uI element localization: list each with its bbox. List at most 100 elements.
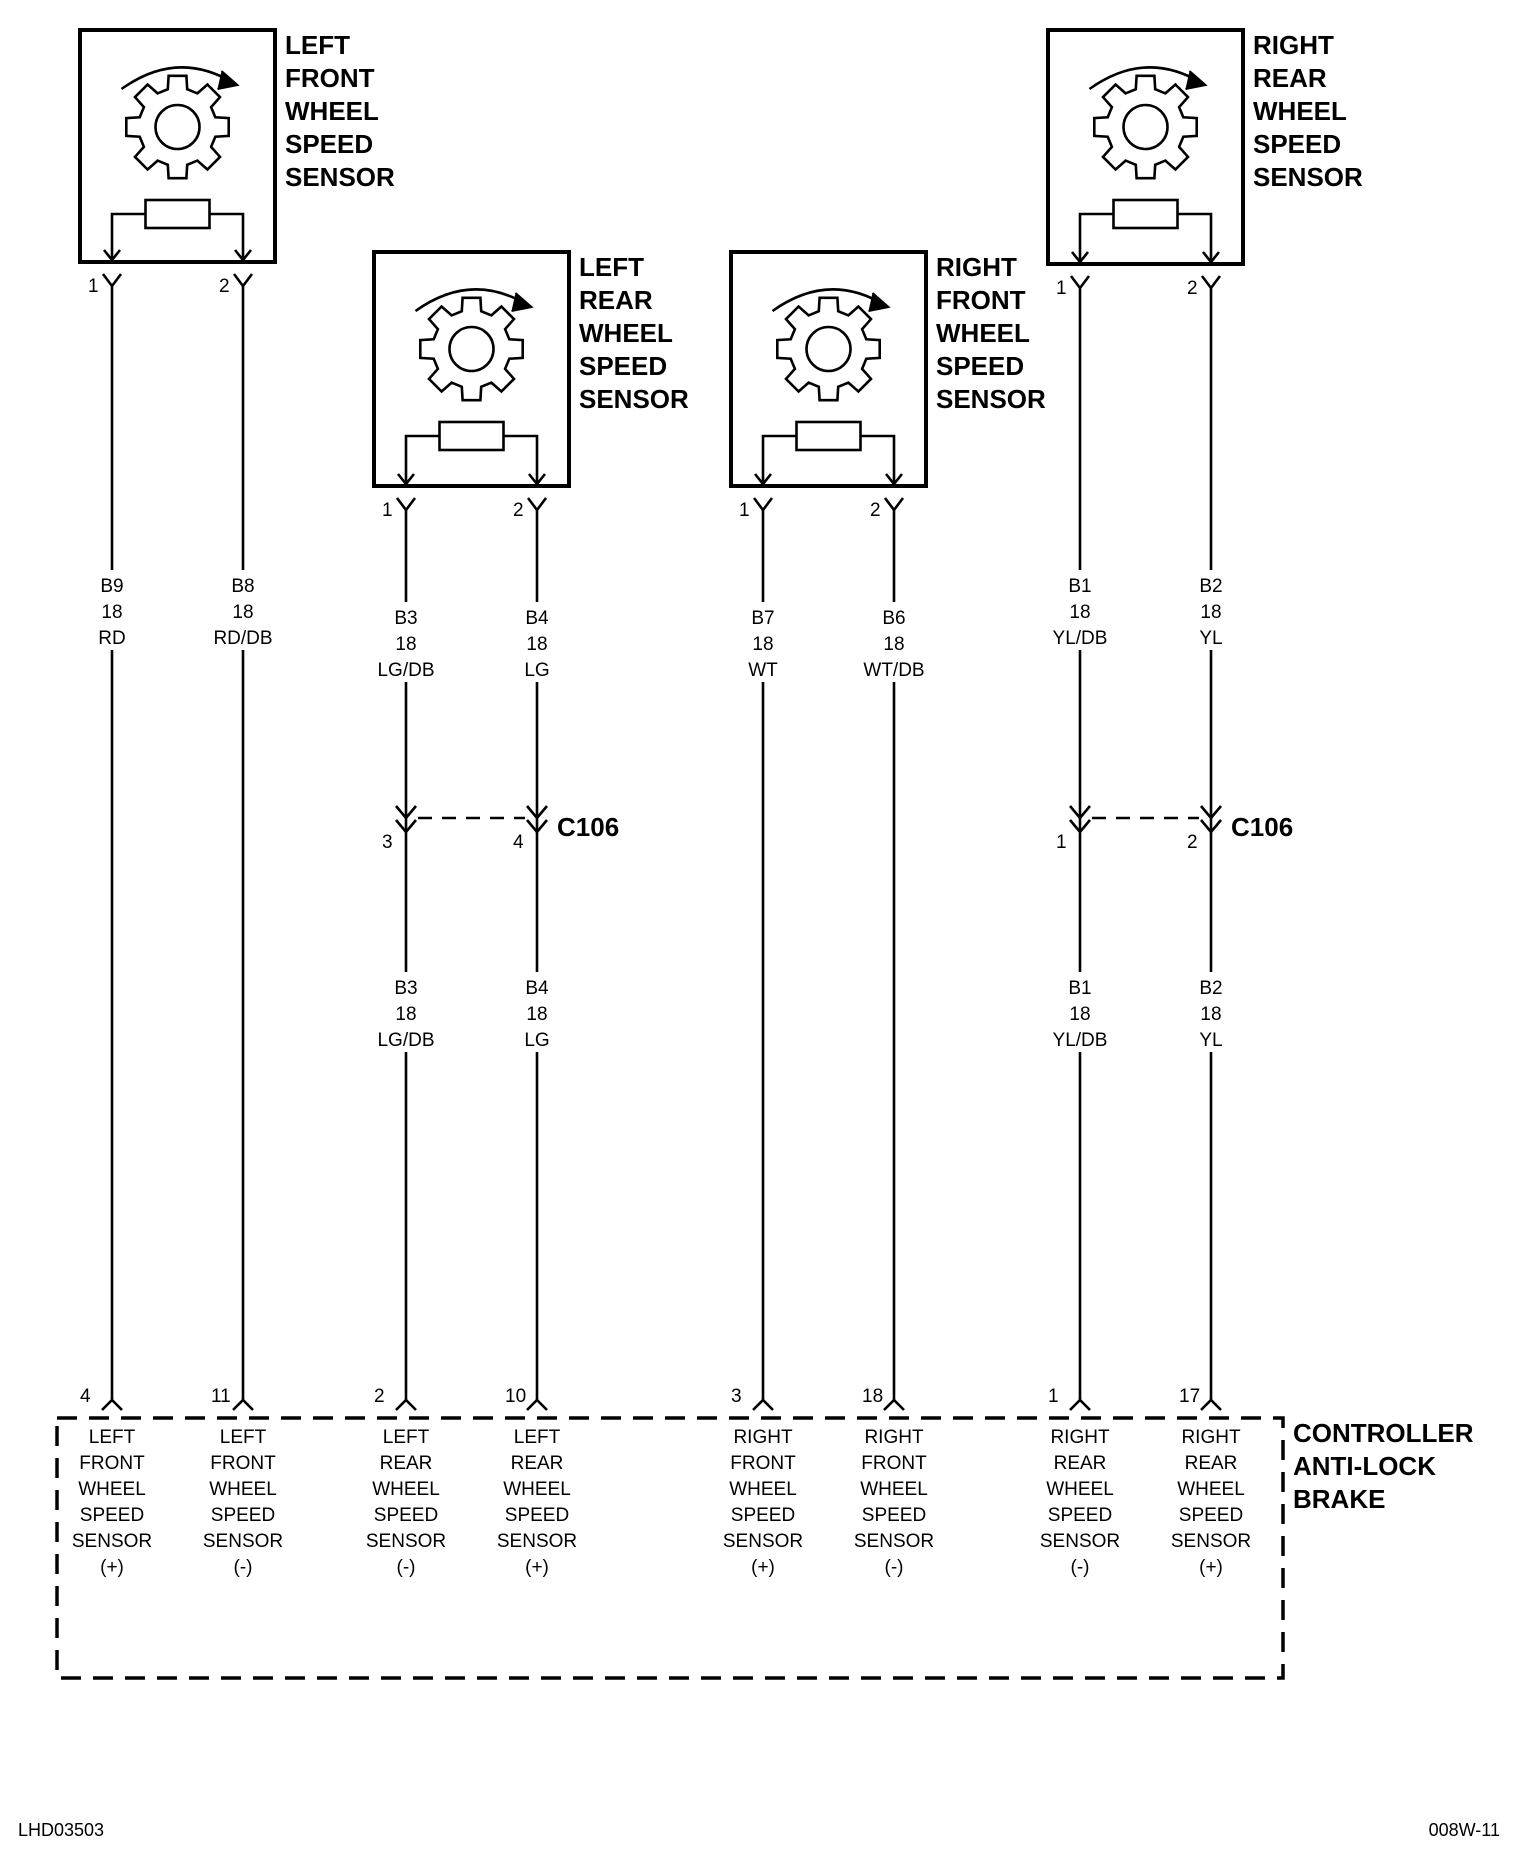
controller-input-label: LEFT xyxy=(220,1427,267,1448)
sensor-title-line: FRONT xyxy=(285,63,375,93)
wire-label: 18 xyxy=(1069,1004,1090,1025)
sensor-title-line: LEFT xyxy=(285,30,350,60)
wire-label: 18 xyxy=(526,634,547,655)
resistor-lead-left xyxy=(110,212,146,258)
wire-label: B1 xyxy=(1068,576,1091,597)
sensor-title-line: RIGHT xyxy=(936,252,1017,282)
sensor-title-line: FRONT xyxy=(936,285,1026,315)
terminal-icon xyxy=(101,273,123,289)
controller-input-label: LEFT xyxy=(89,1427,136,1448)
controller-input-label: WHEEL xyxy=(78,1479,146,1500)
wire-label: B2 xyxy=(1199,978,1222,999)
sensor-title-line: REAR xyxy=(579,285,653,315)
resistor-icon xyxy=(438,420,505,452)
gear-hub xyxy=(154,103,201,151)
controller-input-label: SPEED xyxy=(80,1505,144,1526)
sensor-title-line: WHEEL xyxy=(285,96,379,126)
connector-c106_left: C106 xyxy=(418,812,619,842)
sensor-title-line: RIGHT xyxy=(1253,30,1334,60)
resistor-lead-right xyxy=(1177,212,1213,260)
controller-terminal-icon xyxy=(395,1398,417,1411)
gear-hub xyxy=(448,325,495,373)
wire-label: YL/DB xyxy=(1053,1030,1108,1051)
controller-input-label: FRONT xyxy=(210,1453,276,1474)
arrow-head-icon xyxy=(511,292,534,312)
terminal-arrow-icon xyxy=(396,473,416,487)
resistor-lead-right xyxy=(503,434,539,482)
resistor-icon xyxy=(795,420,862,452)
sensor-box xyxy=(372,250,571,488)
footer-right-code: 008W-11 xyxy=(1429,1820,1500,1840)
wire-label: LG xyxy=(524,1030,549,1051)
connector-arrow-icon xyxy=(526,819,548,835)
gear-hub xyxy=(805,325,852,373)
controller-input-label: SPEED xyxy=(505,1505,569,1526)
arrow-head-icon xyxy=(1185,70,1208,90)
pin-number: 2 xyxy=(870,500,881,521)
controller-terminal-icon xyxy=(1200,1398,1222,1411)
wire-label: 18 xyxy=(752,634,773,655)
controller-input-label: LEFT xyxy=(514,1427,561,1448)
controller-input-label: SENSOR xyxy=(854,1531,934,1552)
terminal-icon xyxy=(883,497,905,513)
controller-pin-number: 18 xyxy=(862,1386,883,1407)
controller-input-label: SENSOR xyxy=(1171,1531,1251,1552)
wire-label: 18 xyxy=(1200,602,1221,623)
rotation-arrow-icon xyxy=(1088,66,1203,91)
rotation-arrow-icon xyxy=(120,66,235,91)
wire-label: 18 xyxy=(883,634,904,655)
terminal-icon xyxy=(395,497,417,513)
terminal-arrow-icon xyxy=(527,473,547,487)
controller-input-label: SENSOR xyxy=(497,1531,577,1552)
terminal-icon xyxy=(232,273,254,289)
connector-arrow-icon xyxy=(395,819,417,835)
controller-input-label: SENSOR xyxy=(723,1531,803,1552)
footer-left-code: LHD03503 xyxy=(18,1820,104,1840)
wire-label: B2 xyxy=(1199,576,1222,597)
wire-label: 18 xyxy=(1200,1004,1221,1025)
controller-pin-number: 11 xyxy=(211,1386,231,1407)
wire-label: WT/DB xyxy=(863,660,924,681)
pin-number: 1 xyxy=(1056,278,1067,299)
controller-input-label: SPEED xyxy=(1048,1505,1112,1526)
terminal-arrow-icon xyxy=(233,249,253,263)
sensor-title-line: LEFT xyxy=(579,252,644,282)
controller-input-label: SPEED xyxy=(211,1505,275,1526)
controller-terminal-icon xyxy=(1069,1398,1091,1411)
sensor-title-line: WHEEL xyxy=(1253,96,1347,126)
wire-label: B4 xyxy=(525,978,549,999)
controller-pin-number: 17 xyxy=(1179,1386,1200,1407)
controller-input-label: (-) xyxy=(234,1557,253,1578)
controller-input-label: WHEEL xyxy=(209,1479,277,1500)
controller-input-label: SPEED xyxy=(1179,1505,1243,1526)
gear-icon xyxy=(125,74,230,180)
connector-arrow-icon xyxy=(526,805,548,821)
wire-label: 18 xyxy=(526,1004,547,1025)
sensor-title-line: REAR xyxy=(1253,63,1327,93)
pin-number: 2 xyxy=(513,500,524,521)
sensor-box xyxy=(78,28,277,264)
wire-label: YL/DB xyxy=(1053,628,1108,649)
sensor-title-line: SENSOR xyxy=(1253,162,1363,192)
terminal-icon xyxy=(752,497,774,513)
controller-pin-number: 3 xyxy=(731,1386,742,1407)
arrow-head-icon xyxy=(217,70,240,90)
controller-input-label: (-) xyxy=(397,1557,416,1578)
terminal-arrow-icon xyxy=(102,249,122,263)
sensor-title-line: SENSOR xyxy=(579,384,689,414)
controller-terminal-icon xyxy=(232,1398,254,1411)
connector-pin-number: 2 xyxy=(1187,832,1198,853)
resistor-lead-left xyxy=(1078,212,1114,260)
connector-label: C106 xyxy=(1231,812,1293,842)
controller-input-label: SENSOR xyxy=(203,1531,283,1552)
controller-input-label: RIGHT xyxy=(733,1427,793,1448)
controller-input-label: SPEED xyxy=(374,1505,438,1526)
controller-input-label: SPEED xyxy=(731,1505,795,1526)
